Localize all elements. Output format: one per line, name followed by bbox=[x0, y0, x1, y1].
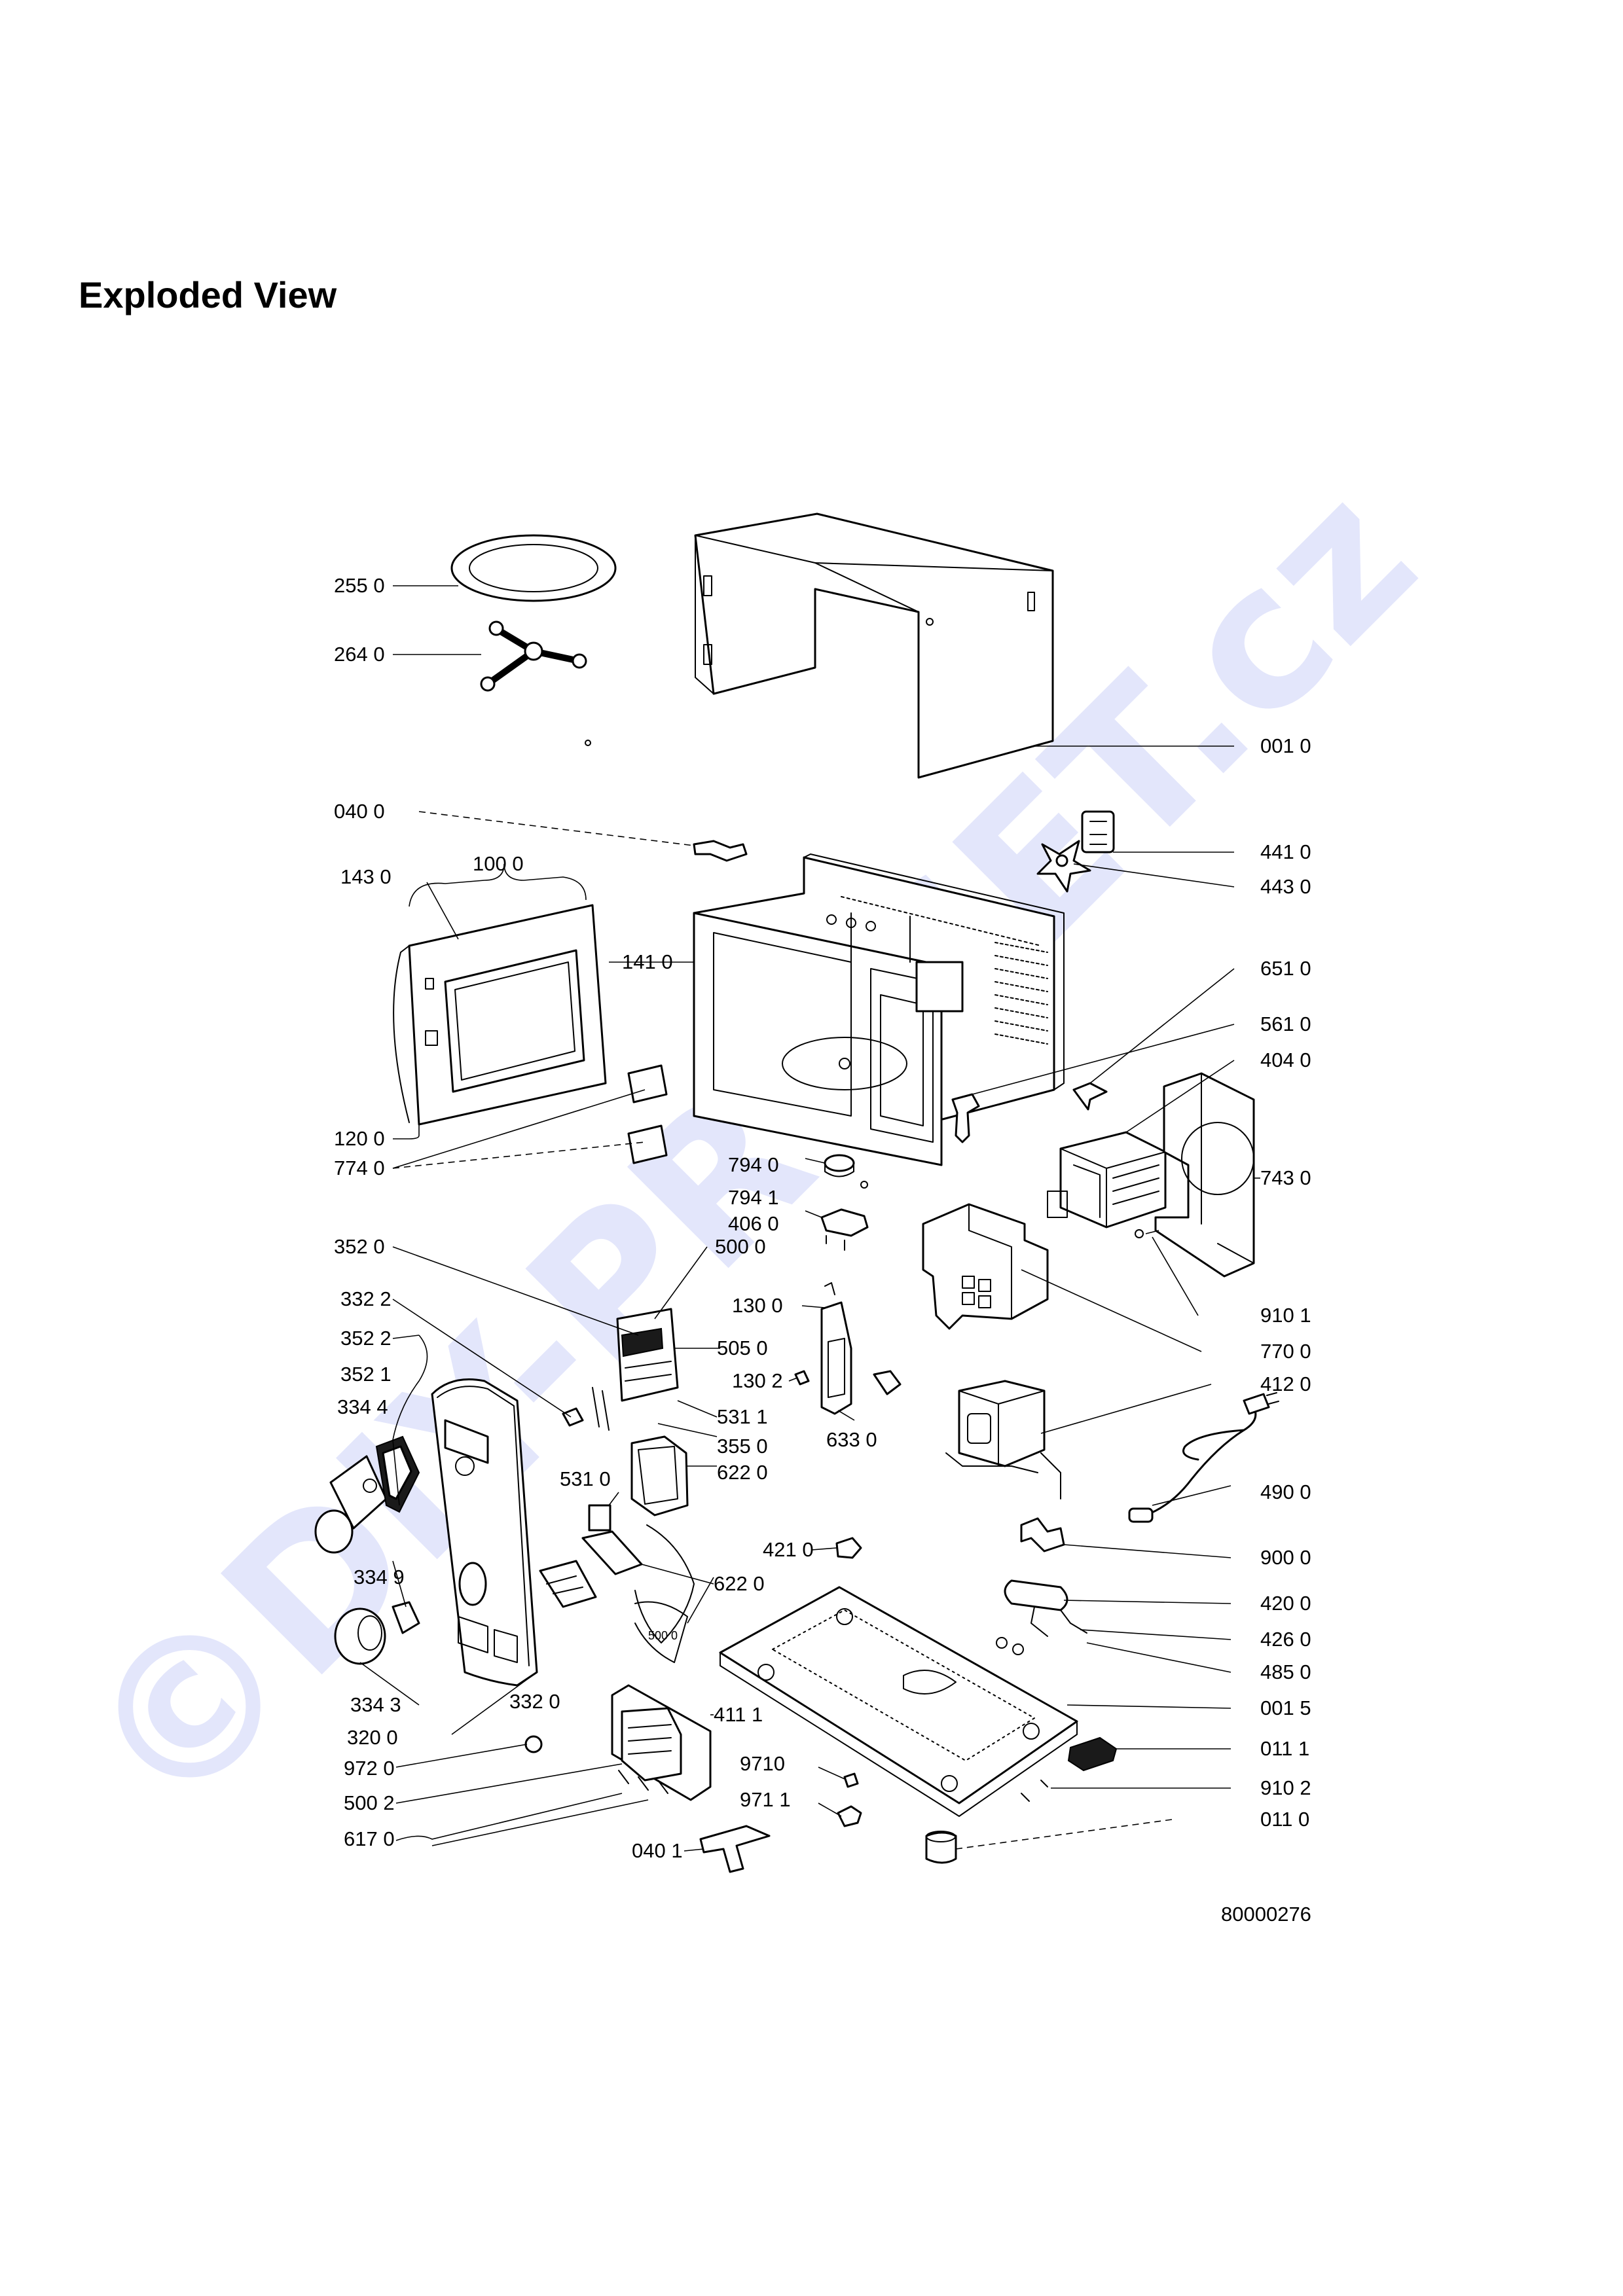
part-label: 011 0 bbox=[1260, 1808, 1309, 1831]
part-label: 443 0 bbox=[1260, 875, 1311, 898]
feet-drawing bbox=[925, 1736, 1118, 1864]
part-label: 794 0 bbox=[728, 1153, 779, 1176]
transformer-drawing bbox=[945, 1380, 1061, 1499]
lamp-drawing bbox=[951, 1082, 1108, 1143]
part-label: 490 0 bbox=[1260, 1480, 1311, 1503]
air-duct-drawing bbox=[1154, 1072, 1255, 1278]
power-board-drawing bbox=[611, 1684, 712, 1801]
part-label: 143 0 bbox=[340, 865, 392, 888]
part-label: 910 1 bbox=[1260, 1304, 1311, 1327]
part-label: 420 0 bbox=[1260, 1592, 1311, 1615]
circuit-boards-drawing bbox=[539, 1435, 695, 1663]
part-label: 120 0 bbox=[334, 1127, 385, 1150]
part-label: 406 0 bbox=[728, 1212, 779, 1235]
roller-support-drawing bbox=[480, 620, 591, 746]
hinge-parts-drawing bbox=[837, 1772, 862, 1827]
part-label: 500 2 bbox=[344, 1791, 395, 1814]
fan-motor-drawing bbox=[1036, 810, 1115, 893]
relay-parts-drawing bbox=[562, 1387, 610, 1431]
part-label: 633 0 bbox=[826, 1428, 877, 1451]
part-label: 971 1 bbox=[740, 1788, 791, 1811]
part-label: 485 0 bbox=[1260, 1660, 1311, 1683]
bracket-040-1-drawing bbox=[699, 1825, 771, 1873]
part-label: 011 1 bbox=[1260, 1737, 1309, 1760]
magnetron-drawing bbox=[1047, 1131, 1167, 1229]
part-label: 617 0 bbox=[344, 1827, 395, 1850]
part-label: 141 0 bbox=[622, 950, 673, 973]
outer-cabinet-drawing bbox=[694, 512, 1054, 779]
mounting-plate-drawing bbox=[922, 1203, 1144, 1330]
part-label: 332 0 bbox=[509, 1690, 560, 1713]
part-label: 505 0 bbox=[717, 1336, 768, 1359]
part-label: 651 0 bbox=[1260, 957, 1311, 980]
control-panel-drawing bbox=[431, 1378, 538, 1687]
part-label: 500 0 bbox=[715, 1235, 766, 1258]
oven-cavity-drawing bbox=[693, 853, 1065, 1166]
part-label: 255 0 bbox=[334, 574, 385, 597]
part-label: 332 2 bbox=[340, 1287, 392, 1310]
part-label: 411 1 bbox=[714, 1703, 763, 1726]
part-label: 352 0 bbox=[334, 1235, 385, 1258]
part-label: 001 0 bbox=[1260, 734, 1311, 757]
part-label: 9710 bbox=[740, 1752, 785, 1775]
part-label: 910 2 bbox=[1260, 1776, 1311, 1799]
part-label: 900 0 bbox=[1260, 1546, 1311, 1569]
capacitor-drawing bbox=[996, 1517, 1087, 1655]
part-label: 531 1 bbox=[717, 1405, 768, 1428]
component-972-drawing bbox=[524, 1735, 543, 1753]
part-label: 404 0 bbox=[1260, 1049, 1311, 1071]
part-label: 130 0 bbox=[732, 1294, 783, 1317]
part-label: 334 3 bbox=[350, 1693, 401, 1716]
part-labels: 255 0 264 0 001 0 040 0 100 0 143 0 441 … bbox=[334, 574, 1311, 1926]
door-assembly-drawing bbox=[393, 904, 607, 1126]
part-label: 040 0 bbox=[334, 800, 385, 823]
page-title: Exploded View bbox=[79, 274, 337, 315]
part-label: 001 5 bbox=[1260, 1696, 1311, 1719]
part-label: 100 0 bbox=[473, 852, 524, 875]
part-label: 334 4 bbox=[337, 1395, 388, 1418]
display-board-drawing bbox=[616, 1308, 679, 1402]
part-label: 561 0 bbox=[1260, 1013, 1311, 1035]
part-label: 355 0 bbox=[717, 1435, 768, 1458]
part-label: 320 0 bbox=[347, 1726, 398, 1749]
power-cord-drawing bbox=[1128, 1392, 1279, 1523]
timer-knob-drawing bbox=[334, 1601, 420, 1665]
part-label: 531 0 bbox=[560, 1467, 611, 1490]
mica-covers-drawing bbox=[627, 1064, 668, 1164]
control-knob-drawing bbox=[314, 1435, 420, 1554]
component-421-drawing bbox=[835, 1537, 862, 1559]
part-label: 770 0 bbox=[1260, 1340, 1311, 1363]
base-plate-drawing bbox=[719, 1586, 1078, 1817]
part-label: 352 1 bbox=[340, 1363, 392, 1386]
turntable-motor-drawing bbox=[820, 1154, 869, 1251]
part-label: 412 0 bbox=[1260, 1372, 1311, 1395]
part-label: 972 0 bbox=[344, 1757, 395, 1780]
part-label: 622 0 bbox=[714, 1572, 765, 1595]
part-label: 334 9 bbox=[354, 1566, 405, 1588]
part-label: 500 0 bbox=[648, 1629, 678, 1642]
interlock-switch-drawing bbox=[794, 1282, 902, 1415]
drawing-number: 80000276 bbox=[1221, 1903, 1311, 1926]
part-label: 441 0 bbox=[1260, 840, 1311, 863]
part-label: 794 1 bbox=[728, 1186, 779, 1209]
part-label: 130 2 bbox=[732, 1369, 783, 1392]
part-label: 743 0 bbox=[1260, 1166, 1311, 1189]
part-label: 774 0 bbox=[334, 1157, 385, 1179]
part-label: 040 1 bbox=[632, 1839, 683, 1862]
part-label: 352 2 bbox=[340, 1327, 392, 1350]
bracket-040-drawing bbox=[693, 840, 748, 862]
part-label: 622 0 bbox=[717, 1461, 768, 1484]
leader-lines bbox=[359, 585, 1260, 1852]
part-label: 426 0 bbox=[1260, 1628, 1311, 1651]
part-label: 421 0 bbox=[763, 1538, 814, 1561]
turntable-plate-drawing bbox=[450, 534, 617, 602]
part-label: 264 0 bbox=[334, 643, 385, 666]
